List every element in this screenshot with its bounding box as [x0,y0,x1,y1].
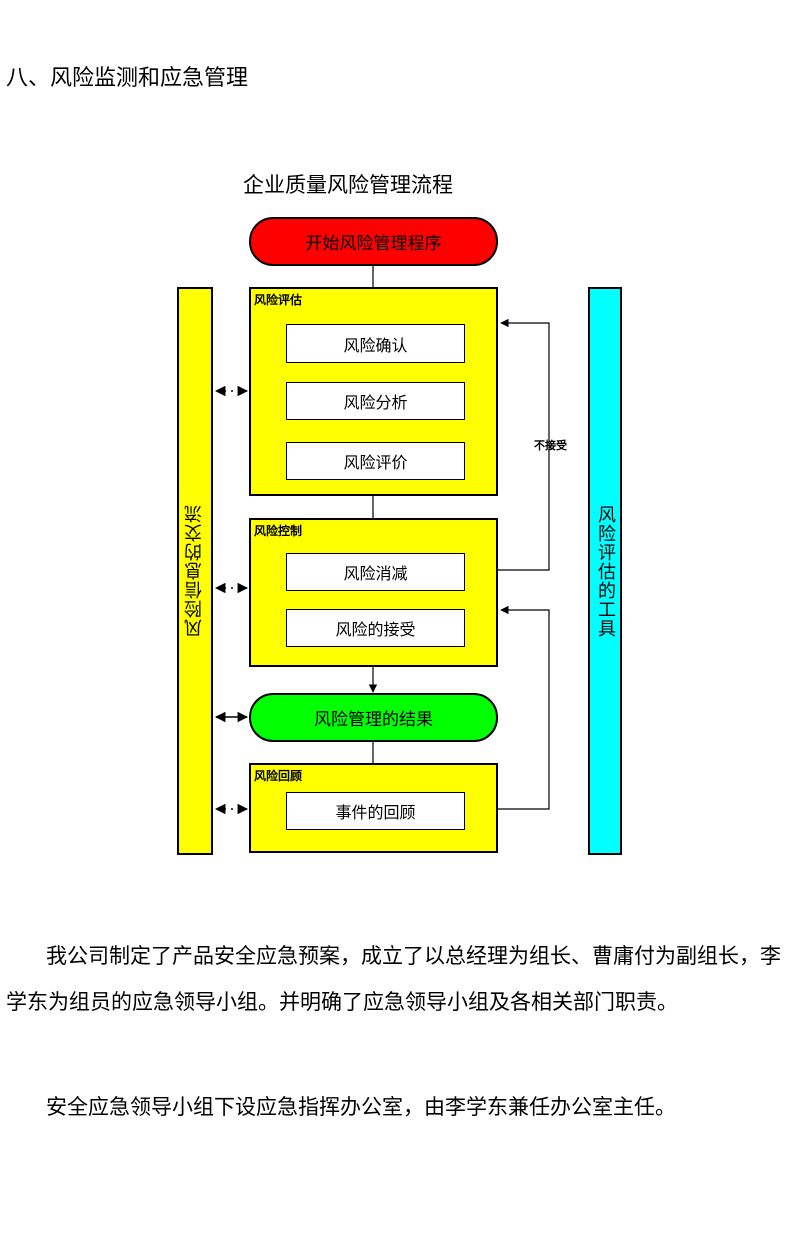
risk-communication-label: 风险信息的交流 [184,504,205,638]
step-risk-confirmation: 风险确认 [286,324,465,363]
risk-assessment-tools-label: 风险评估的工具 [595,504,616,638]
step-risk-acceptance: 风险的接受 [286,609,465,647]
paragraph-emergency-team: 我公司制定了产品安全应急预案，成立了以总经理为组长、曹庸付为副组长，李学东为组员… [6,944,781,1014]
reject-label: 不接受 [534,439,567,452]
step-event-review: 事件的回顾 [286,792,465,830]
group-risk-assessment: 风险评估 风险确认 风险分析 风险评价 [249,287,498,496]
group-label: 风险评估 [254,293,303,307]
group-label: 风险回顾 [254,769,303,783]
group-risk-control: 风险控制 风险消减 风险的接受 [249,518,498,667]
step-risk-evaluation: 风险评价 [286,442,465,480]
risk-communication-bar: 风险信息的交流 [177,287,213,855]
arrow-reject-loop [463,318,550,571]
step-risk-reduction: 风险消减 [286,553,465,591]
section-heading: 八、风险监测和应急管理 [6,66,249,91]
paragraph-emergency-office: 安全应急领导小组下设应急指挥办公室，由李学东兼任办公室主任。 [46,1095,676,1119]
group-risk-review: 风险回顾 事件的回顾 [249,763,498,853]
risk-assessment-tools-bar: 风险评估的工具 [588,287,622,855]
step-risk-analysis: 风险分析 [286,382,465,420]
result-node: 风险管理的结果 [249,693,498,742]
start-node: 开始风险管理程序 [249,217,498,266]
arrow-review-loop [463,605,550,810]
flowchart-title: 企业质量风险管理流程 [243,173,453,197]
group-label: 风险控制 [254,524,303,538]
